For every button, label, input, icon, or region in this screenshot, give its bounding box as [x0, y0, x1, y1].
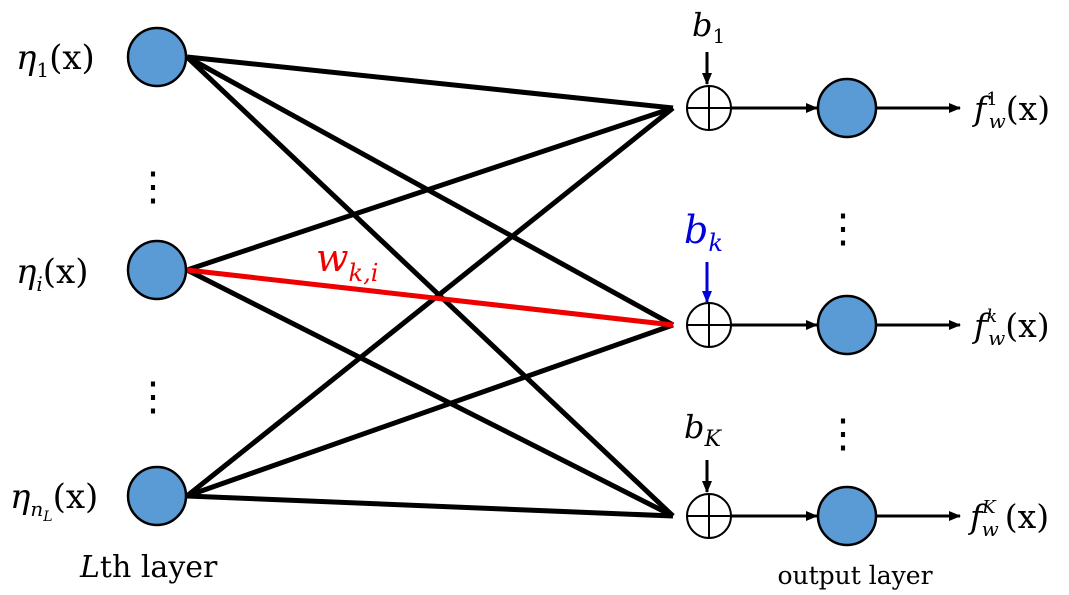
output-node-1	[816, 77, 878, 139]
input-label-1: η1(x)	[16, 38, 95, 82]
weight-label: wk,i	[316, 236, 378, 287]
sum-node-k	[686, 302, 732, 348]
input-label-nL: ηnL(x)	[10, 477, 98, 525]
edge-i-to-K	[185, 267, 675, 519]
output-layer-caption: output layer	[777, 561, 932, 590]
bias-label-K: bK	[684, 408, 722, 452]
edge-nL-to-1	[185, 106, 675, 498]
sum-node-K	[686, 493, 732, 539]
edge-1-to-K	[185, 55, 675, 518]
bias-label-1: b1	[692, 6, 725, 48]
edge-1-to-1	[186, 54, 674, 111]
input-ellipsis-upper: ⋮	[133, 164, 173, 210]
input-ellipsis-lower: ⋮	[133, 374, 173, 420]
input-layer-caption: Lth layer	[79, 550, 218, 585]
edge-i-to-1	[186, 105, 674, 273]
input-label-i: ηi(x)	[16, 252, 89, 296]
sum-node-1	[686, 85, 732, 131]
output-ellipsis-upper: ⋮	[823, 206, 863, 252]
input-node-1	[126, 26, 188, 88]
input-node-nL	[126, 465, 188, 527]
input-node-labels: η1(x) ηi(x) ηnL(x)	[10, 38, 98, 525]
connection-edges	[185, 54, 675, 519]
summation-nodes	[686, 85, 732, 539]
input-node-i	[126, 239, 188, 301]
edge-nL-to-K	[186, 493, 674, 519]
output-node-k	[816, 294, 878, 356]
input-layer-nodes	[126, 26, 188, 527]
bias-label-k: bk	[684, 208, 723, 257]
edge-nL-to-k	[186, 322, 674, 499]
output-node-K	[816, 485, 878, 547]
output-arrows	[876, 103, 961, 521]
highlighted-edge-i-to-k	[186, 267, 674, 328]
output-layer-nodes	[816, 77, 878, 547]
output-ellipsis-lower: ⋮	[823, 411, 863, 457]
bias-inputs: b1 bk bK	[684, 6, 725, 493]
sum-to-output-arrows	[731, 103, 818, 521]
